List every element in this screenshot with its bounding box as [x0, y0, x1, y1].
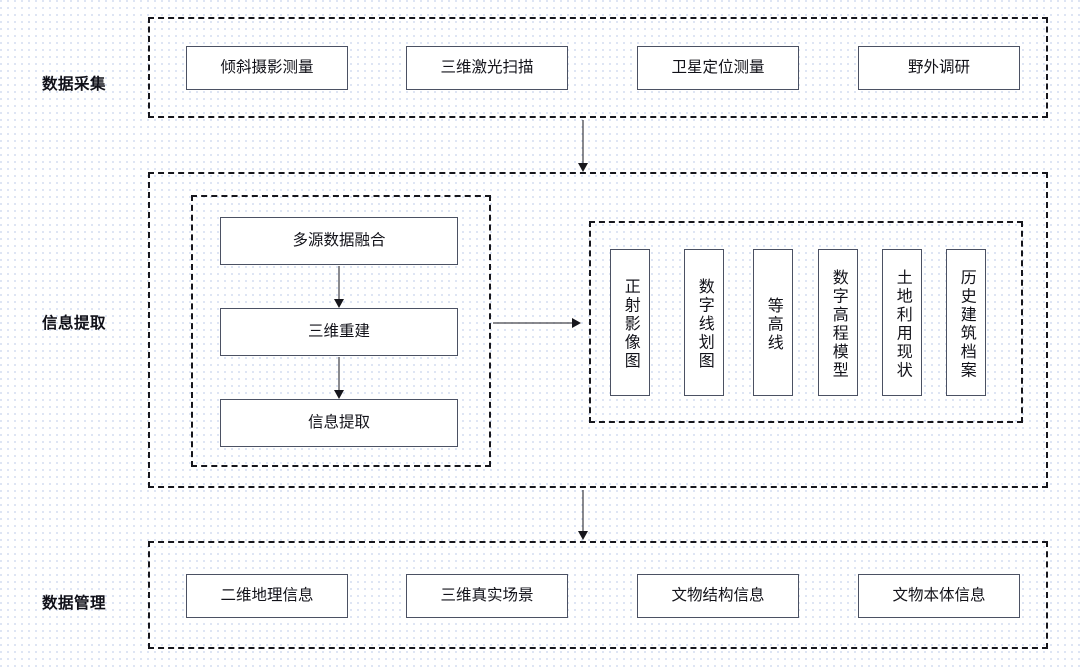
arrow-acquisition-to-extraction: [577, 120, 589, 172]
stage-label-acquisition: 数据采集: [41, 76, 106, 93]
arrow-fusion-to-reconstruction: [333, 266, 345, 308]
arrow-head: [334, 390, 344, 399]
node-land-use-status[interactable]: 土地利用现状: [882, 249, 922, 396]
node-information-extraction[interactable]: 信息提取: [220, 399, 458, 447]
node-multisource-data-fusion[interactable]: 多源数据融合: [220, 217, 458, 265]
arrow-extraction-to-management: [577, 490, 589, 540]
arrow-shaft: [493, 322, 573, 324]
node-satellite-positioning[interactable]: 卫星定位测量: [637, 46, 799, 90]
node-3d-real-scene[interactable]: 三维真实场景: [406, 574, 568, 618]
arrow-shaft: [582, 490, 584, 532]
node-3d-laser-scanning[interactable]: 三维激光扫描: [406, 46, 568, 90]
node-orthophoto-map[interactable]: 正射影像图: [610, 249, 650, 396]
node-digital-elevation-model[interactable]: 数字高程模型: [818, 249, 858, 396]
stage-group-management: [148, 541, 1048, 649]
arrow-head: [334, 299, 344, 308]
node-field-survey[interactable]: 野外调研: [858, 46, 1020, 90]
node-2d-geographic-information[interactable]: 二维地理信息: [186, 574, 348, 618]
process-chain-group: [191, 195, 491, 467]
stage-group-extraction: [148, 172, 1048, 488]
arrow-shaft: [338, 357, 340, 391]
arrow-shaft: [582, 120, 584, 164]
node-contour-lines[interactable]: 等高线: [753, 249, 793, 396]
node-relic-body-information[interactable]: 文物本体信息: [858, 574, 1020, 618]
stage-label-extraction: 信息提取: [41, 315, 106, 332]
stage-label-management: 数据管理: [41, 595, 106, 612]
node-tilt-photogrammetry[interactable]: 倾斜摄影测量: [186, 46, 348, 90]
node-3d-reconstruction[interactable]: 三维重建: [220, 308, 458, 356]
arrow-shaft: [338, 266, 340, 300]
arrow-head: [578, 531, 588, 540]
product-list-group: [589, 221, 1023, 423]
arrow-reconstruction-to-extraction: [333, 357, 345, 399]
arrow-head: [572, 318, 581, 328]
arrow-head: [578, 163, 588, 172]
arrow-process-to-products: [493, 317, 581, 329]
node-digital-line-graphic[interactable]: 数字线划图: [684, 249, 724, 396]
node-historic-building-archive[interactable]: 历史建筑档案: [946, 249, 986, 396]
node-relic-structure-information[interactable]: 文物结构信息: [637, 574, 799, 618]
stage-group-acquisition: [148, 17, 1048, 118]
